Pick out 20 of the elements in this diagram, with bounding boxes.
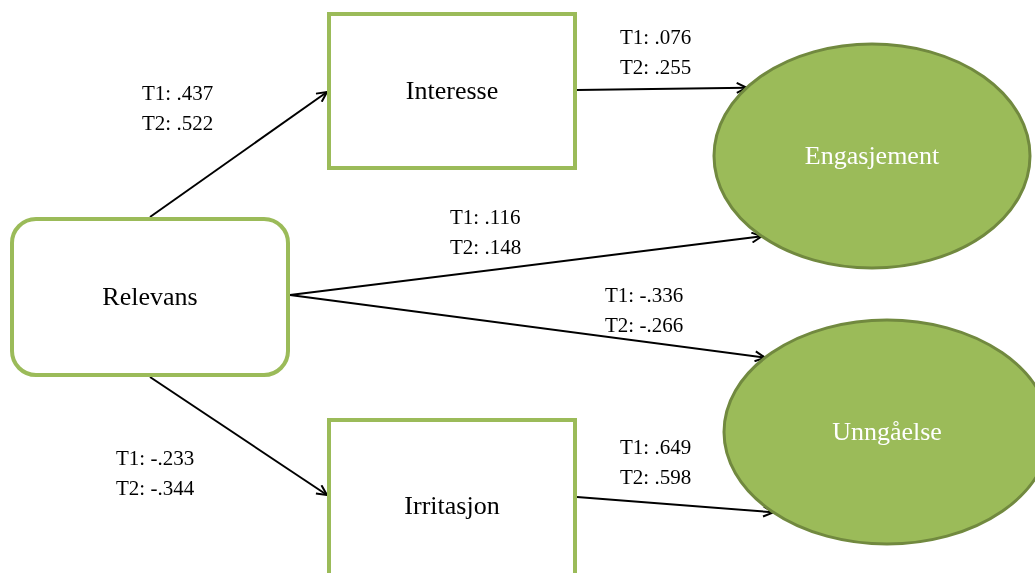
box <box>327 12 577 170</box>
node-label: Interesse <box>405 76 499 106</box>
node-label: Relevans <box>102 282 198 312</box>
node-label: Unngåelse <box>832 417 942 447</box>
ellipse-node <box>712 42 1032 270</box>
arrow <box>576 495 775 518</box>
edge-label: T1: -.233 T2: -.344 <box>116 445 196 502</box>
arrow <box>576 81 748 94</box>
edge-label: T1: .649 T2: .598 <box>620 434 693 491</box>
arrow <box>149 376 328 496</box>
box <box>327 418 577 573</box>
rounded-box <box>10 217 290 377</box>
edge-label: T1: .076 T2: .255 <box>620 24 693 81</box>
edge-label: T1: .116 T2: .148 <box>450 204 523 261</box>
edge-label: T1: -.336 T2: -.266 <box>605 282 685 339</box>
arrow <box>289 294 767 363</box>
node-label: Irritasjon <box>404 490 500 521</box>
node-label: Engasjement <box>804 141 940 171</box>
edge-label: T1: .437 T2: .522 <box>142 80 215 137</box>
arrow <box>149 90 328 218</box>
